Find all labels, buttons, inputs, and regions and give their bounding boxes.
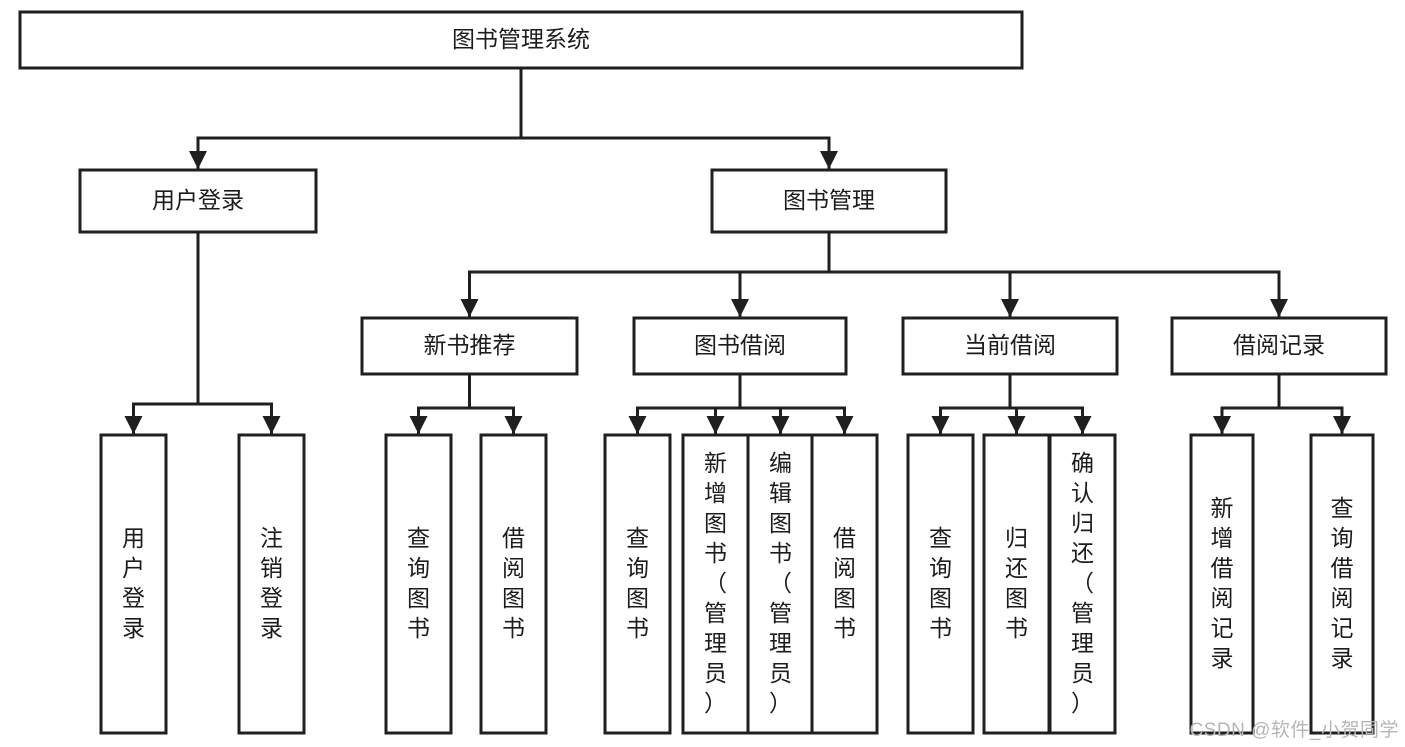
node-label-leaf-query-book-2: 查询图书	[626, 525, 649, 641]
arrow-book-manage-0	[460, 299, 479, 317]
node-label-leaf-query-book-1: 查询图书	[407, 525, 430, 641]
node-label-book-borrow: 图书借阅	[694, 332, 786, 358]
arrow-book-manage-3	[1270, 299, 1288, 317]
arrow-root-1	[820, 151, 838, 169]
node-leaf-edit-book[interactable]: 编辑图书（管理员）	[746, 433, 815, 735]
node-box-leaf-return-book	[982, 433, 1051, 735]
arrow-new-book-rec-0	[409, 416, 428, 434]
node-label-leaf-user-login: 用户登录	[122, 525, 145, 641]
node-box-leaf-add-book	[681, 433, 750, 735]
node-label-book-manage: 图书管理	[783, 187, 875, 213]
node-leaf-confirm-return[interactable]: 确认归还（管理员）	[1048, 433, 1117, 735]
node-root[interactable]: 图书管理系统	[18, 10, 1024, 70]
node-label-leaf-query-record: 查询借阅记录	[1331, 495, 1354, 671]
arrow-current-borrow-0	[931, 416, 950, 434]
node-user-login[interactable]: 用户登录	[78, 168, 318, 234]
node-label-leaf-add-record: 新增借阅记录	[1211, 495, 1234, 671]
node-box-borrow-record	[1170, 316, 1388, 376]
node-leaf-borrow-book-1[interactable]: 借阅图书	[479, 433, 548, 735]
node-label-leaf-query-book-3: 查询图书	[929, 525, 952, 641]
node-box-leaf-user-login	[99, 433, 168, 735]
node-book-borrow[interactable]: 图书借阅	[632, 316, 848, 376]
arrow-book-manage-1	[731, 299, 749, 317]
node-label-leaf-borrow-book-2: 借阅图书	[833, 525, 856, 641]
arrow-root-0	[189, 151, 207, 169]
arrow-user-login-1	[262, 416, 281, 434]
node-box-leaf-query-book-1	[384, 433, 453, 735]
arrow-book-manage-2	[1001, 299, 1019, 317]
node-label-current-borrow: 当前借阅	[964, 332, 1056, 358]
arrow-book-borrow-2	[771, 416, 790, 434]
arrow-current-borrow-2	[1073, 416, 1092, 434]
node-book-manage[interactable]: 图书管理	[710, 168, 948, 234]
node-label-user-login: 用户登录	[152, 187, 244, 213]
node-leaf-query-book-2[interactable]: 查询图书	[603, 433, 672, 735]
node-label-leaf-confirm-return: 确认归还（管理员）	[1071, 450, 1094, 716]
arrow-book-borrow-1	[706, 416, 725, 434]
node-box-leaf-query-record	[1309, 433, 1375, 735]
arrow-current-borrow-1	[1007, 416, 1026, 434]
node-label-leaf-return-book: 归还图书	[1005, 525, 1028, 641]
node-box-new-book-rec	[360, 316, 579, 376]
node-box-leaf-borrow-book-1	[479, 433, 548, 735]
node-label-leaf-borrow-book-1: 借阅图书	[502, 525, 525, 641]
node-box-leaf-borrow-book-2	[810, 433, 879, 735]
node-box-leaf-query-book-2	[603, 433, 672, 735]
node-leaf-add-record[interactable]: 新增借阅记录	[1189, 433, 1255, 735]
node-box-user-login	[78, 168, 318, 234]
node-leaf-return-book[interactable]: 归还图书	[982, 433, 1051, 735]
node-box-book-borrow	[632, 316, 848, 376]
connector-lines-layer	[124, 66, 1351, 436]
node-leaf-query-book-1[interactable]: 查询图书	[384, 433, 453, 735]
node-new-book-rec[interactable]: 新书推荐	[360, 316, 579, 376]
node-label-leaf-user-logout: 注销登录	[260, 525, 283, 641]
arrow-borrow-record-0	[1213, 416, 1231, 434]
node-leaf-user-logout[interactable]: 注销登录	[237, 433, 306, 735]
node-label-new-book-rec: 新书推荐	[424, 332, 516, 358]
node-box-leaf-confirm-return	[1048, 433, 1117, 735]
node-box-root	[18, 10, 1024, 70]
node-box-book-manage	[710, 168, 948, 234]
arrow-borrow-record-1	[1333, 416, 1351, 434]
node-leaf-user-login[interactable]: 用户登录	[99, 433, 168, 735]
node-label-leaf-add-book: 新增图书（管理员）	[704, 450, 727, 716]
node-box-current-borrow	[901, 316, 1119, 376]
arrow-user-login-0	[124, 416, 143, 434]
diagram-nodes-layer: 图书管理系统用户登录图书管理新书推荐图书借阅当前借阅借阅记录用户登录注销登录查询…	[18, 10, 1388, 735]
node-box-leaf-user-logout	[237, 433, 306, 735]
node-label-leaf-edit-book: 编辑图书（管理员）	[769, 450, 792, 716]
node-label-borrow-record: 借阅记录	[1233, 332, 1325, 358]
node-current-borrow[interactable]: 当前借阅	[901, 316, 1119, 376]
node-leaf-query-record[interactable]: 查询借阅记录	[1309, 433, 1375, 735]
node-leaf-query-book-3[interactable]: 查询图书	[906, 433, 975, 735]
node-borrow-record[interactable]: 借阅记录	[1170, 316, 1388, 376]
node-box-leaf-add-record	[1189, 433, 1255, 735]
arrow-book-borrow-3	[835, 416, 854, 434]
arrow-book-borrow-0	[628, 416, 647, 434]
node-leaf-borrow-book-2[interactable]: 借阅图书	[810, 433, 879, 735]
node-box-leaf-query-book-3	[906, 433, 975, 735]
node-label-root: 图书管理系统	[452, 26, 590, 52]
arrow-new-book-rec-1	[504, 416, 523, 434]
node-leaf-add-book[interactable]: 新增图书（管理员）	[681, 433, 750, 735]
